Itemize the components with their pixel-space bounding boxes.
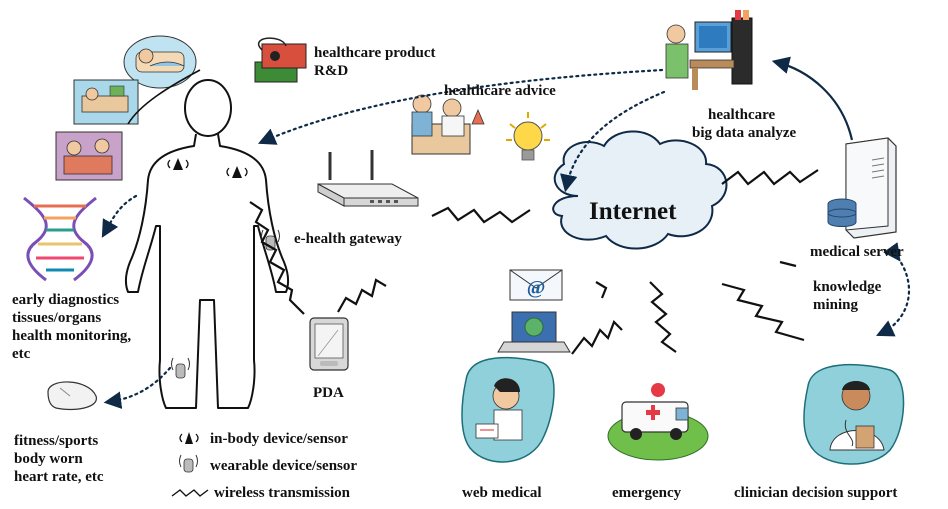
fitness-line: fitness/sports bbox=[14, 433, 99, 449]
lightbulb-icon bbox=[506, 112, 550, 161]
early-diag-line: tissues/organs bbox=[12, 310, 102, 326]
arrow-knowledge-mining bbox=[876, 242, 911, 337]
router-illustration bbox=[317, 150, 419, 207]
circuit-board-illustration bbox=[254, 37, 307, 83]
pda-label: PDA bbox=[313, 385, 344, 401]
big-data-label: healthcare big data analyze bbox=[692, 106, 796, 142]
medical-server-illustration bbox=[827, 137, 897, 239]
clinician-scene bbox=[803, 363, 905, 465]
arrow-body-to-mouse bbox=[103, 366, 172, 409]
internet-cloud bbox=[552, 130, 728, 250]
arrow-bigdata-to-internet bbox=[560, 90, 666, 193]
fitness-line: heart rate, etc bbox=[14, 469, 104, 485]
healthcare-advice-label: healthcare advice bbox=[444, 83, 556, 99]
wireless-internet-web bbox=[595, 281, 608, 299]
scene-to-body-curve bbox=[127, 69, 201, 125]
wireless-internet-emergency bbox=[649, 281, 677, 353]
legend-in-body-label: in-body device/sensor bbox=[210, 431, 348, 447]
early-diag-line: health monitoring, bbox=[12, 328, 132, 344]
product-rd-line: healthcare product bbox=[314, 45, 436, 61]
email-envelope-icon: @ bbox=[509, 269, 563, 301]
flow-arrows bbox=[101, 68, 911, 409]
internet-label: Internet bbox=[589, 198, 677, 225]
pda-device-illustration bbox=[309, 317, 349, 371]
mouse-device-illustration bbox=[47, 381, 97, 411]
wireless-arm-pda bbox=[249, 201, 305, 315]
arrow-server-to-bigdata bbox=[771, 56, 854, 141]
in-body-sensor-icon bbox=[167, 158, 189, 170]
early-diagnostics-label: early diagnostics tissues/organs health … bbox=[12, 291, 131, 363]
big-data-line: big data analyze bbox=[692, 125, 797, 141]
knowledge-mining-label: knowledge mining bbox=[813, 278, 881, 314]
human-body-outline bbox=[124, 79, 290, 409]
ambulance-scene bbox=[607, 383, 709, 461]
legend-wireless-label: wireless transmission bbox=[214, 485, 350, 501]
early-diag-line: early diagnostics bbox=[12, 292, 120, 308]
email-at-symbol: @ bbox=[527, 277, 546, 299]
gateway-label: e-health gateway bbox=[294, 231, 402, 247]
medical-server-label: medical server bbox=[810, 244, 904, 260]
wireless-internet-laptop bbox=[571, 320, 623, 355]
patient-bed-illustration bbox=[73, 79, 139, 125]
sleep-care-illustration bbox=[123, 35, 197, 89]
wireless-links bbox=[249, 169, 819, 355]
wireless-server-clinician bbox=[779, 260, 797, 268]
laptop-icon bbox=[497, 311, 571, 353]
fitness-label: fitness/sports body worn heart rate, etc bbox=[14, 432, 104, 486]
legend-wearable-icon bbox=[179, 454, 198, 473]
big-data-line: healthcare bbox=[708, 107, 776, 123]
family-care-illustration bbox=[55, 131, 123, 181]
legend-wireless-icon bbox=[171, 489, 209, 497]
research-team-illustration bbox=[411, 94, 485, 155]
legend-in-body-icon bbox=[179, 432, 199, 444]
wireless-pda-gateway bbox=[337, 278, 387, 313]
knowledge-line: mining bbox=[813, 297, 859, 313]
fitness-line: body worn bbox=[14, 451, 83, 467]
in-body-sensor-icon bbox=[226, 166, 248, 178]
knowledge-line: knowledge bbox=[813, 279, 882, 295]
wearable-sensor-icon bbox=[171, 357, 190, 379]
web-medical-label: web medical bbox=[462, 485, 542, 501]
legend-wearable-label: wearable device/sensor bbox=[210, 458, 358, 474]
emergency-label: emergency bbox=[612, 485, 682, 501]
wireless-internet-clinician bbox=[721, 282, 805, 342]
dna-illustration bbox=[23, 196, 97, 282]
data-analyst-illustration bbox=[665, 10, 753, 90]
arrow-bigdata-to-body bbox=[257, 68, 664, 145]
clinician-label: clinician decision support bbox=[734, 485, 898, 501]
early-diag-line: etc bbox=[12, 346, 31, 362]
arrow-body-to-dna bbox=[101, 194, 138, 238]
product-rd-line: R&D bbox=[314, 63, 349, 79]
wireless-server-internet bbox=[721, 169, 819, 186]
product-rd-label: healthcare product R&D bbox=[314, 44, 436, 80]
wireless-gateway-internet bbox=[431, 206, 531, 224]
web-medical-scene bbox=[461, 356, 555, 463]
